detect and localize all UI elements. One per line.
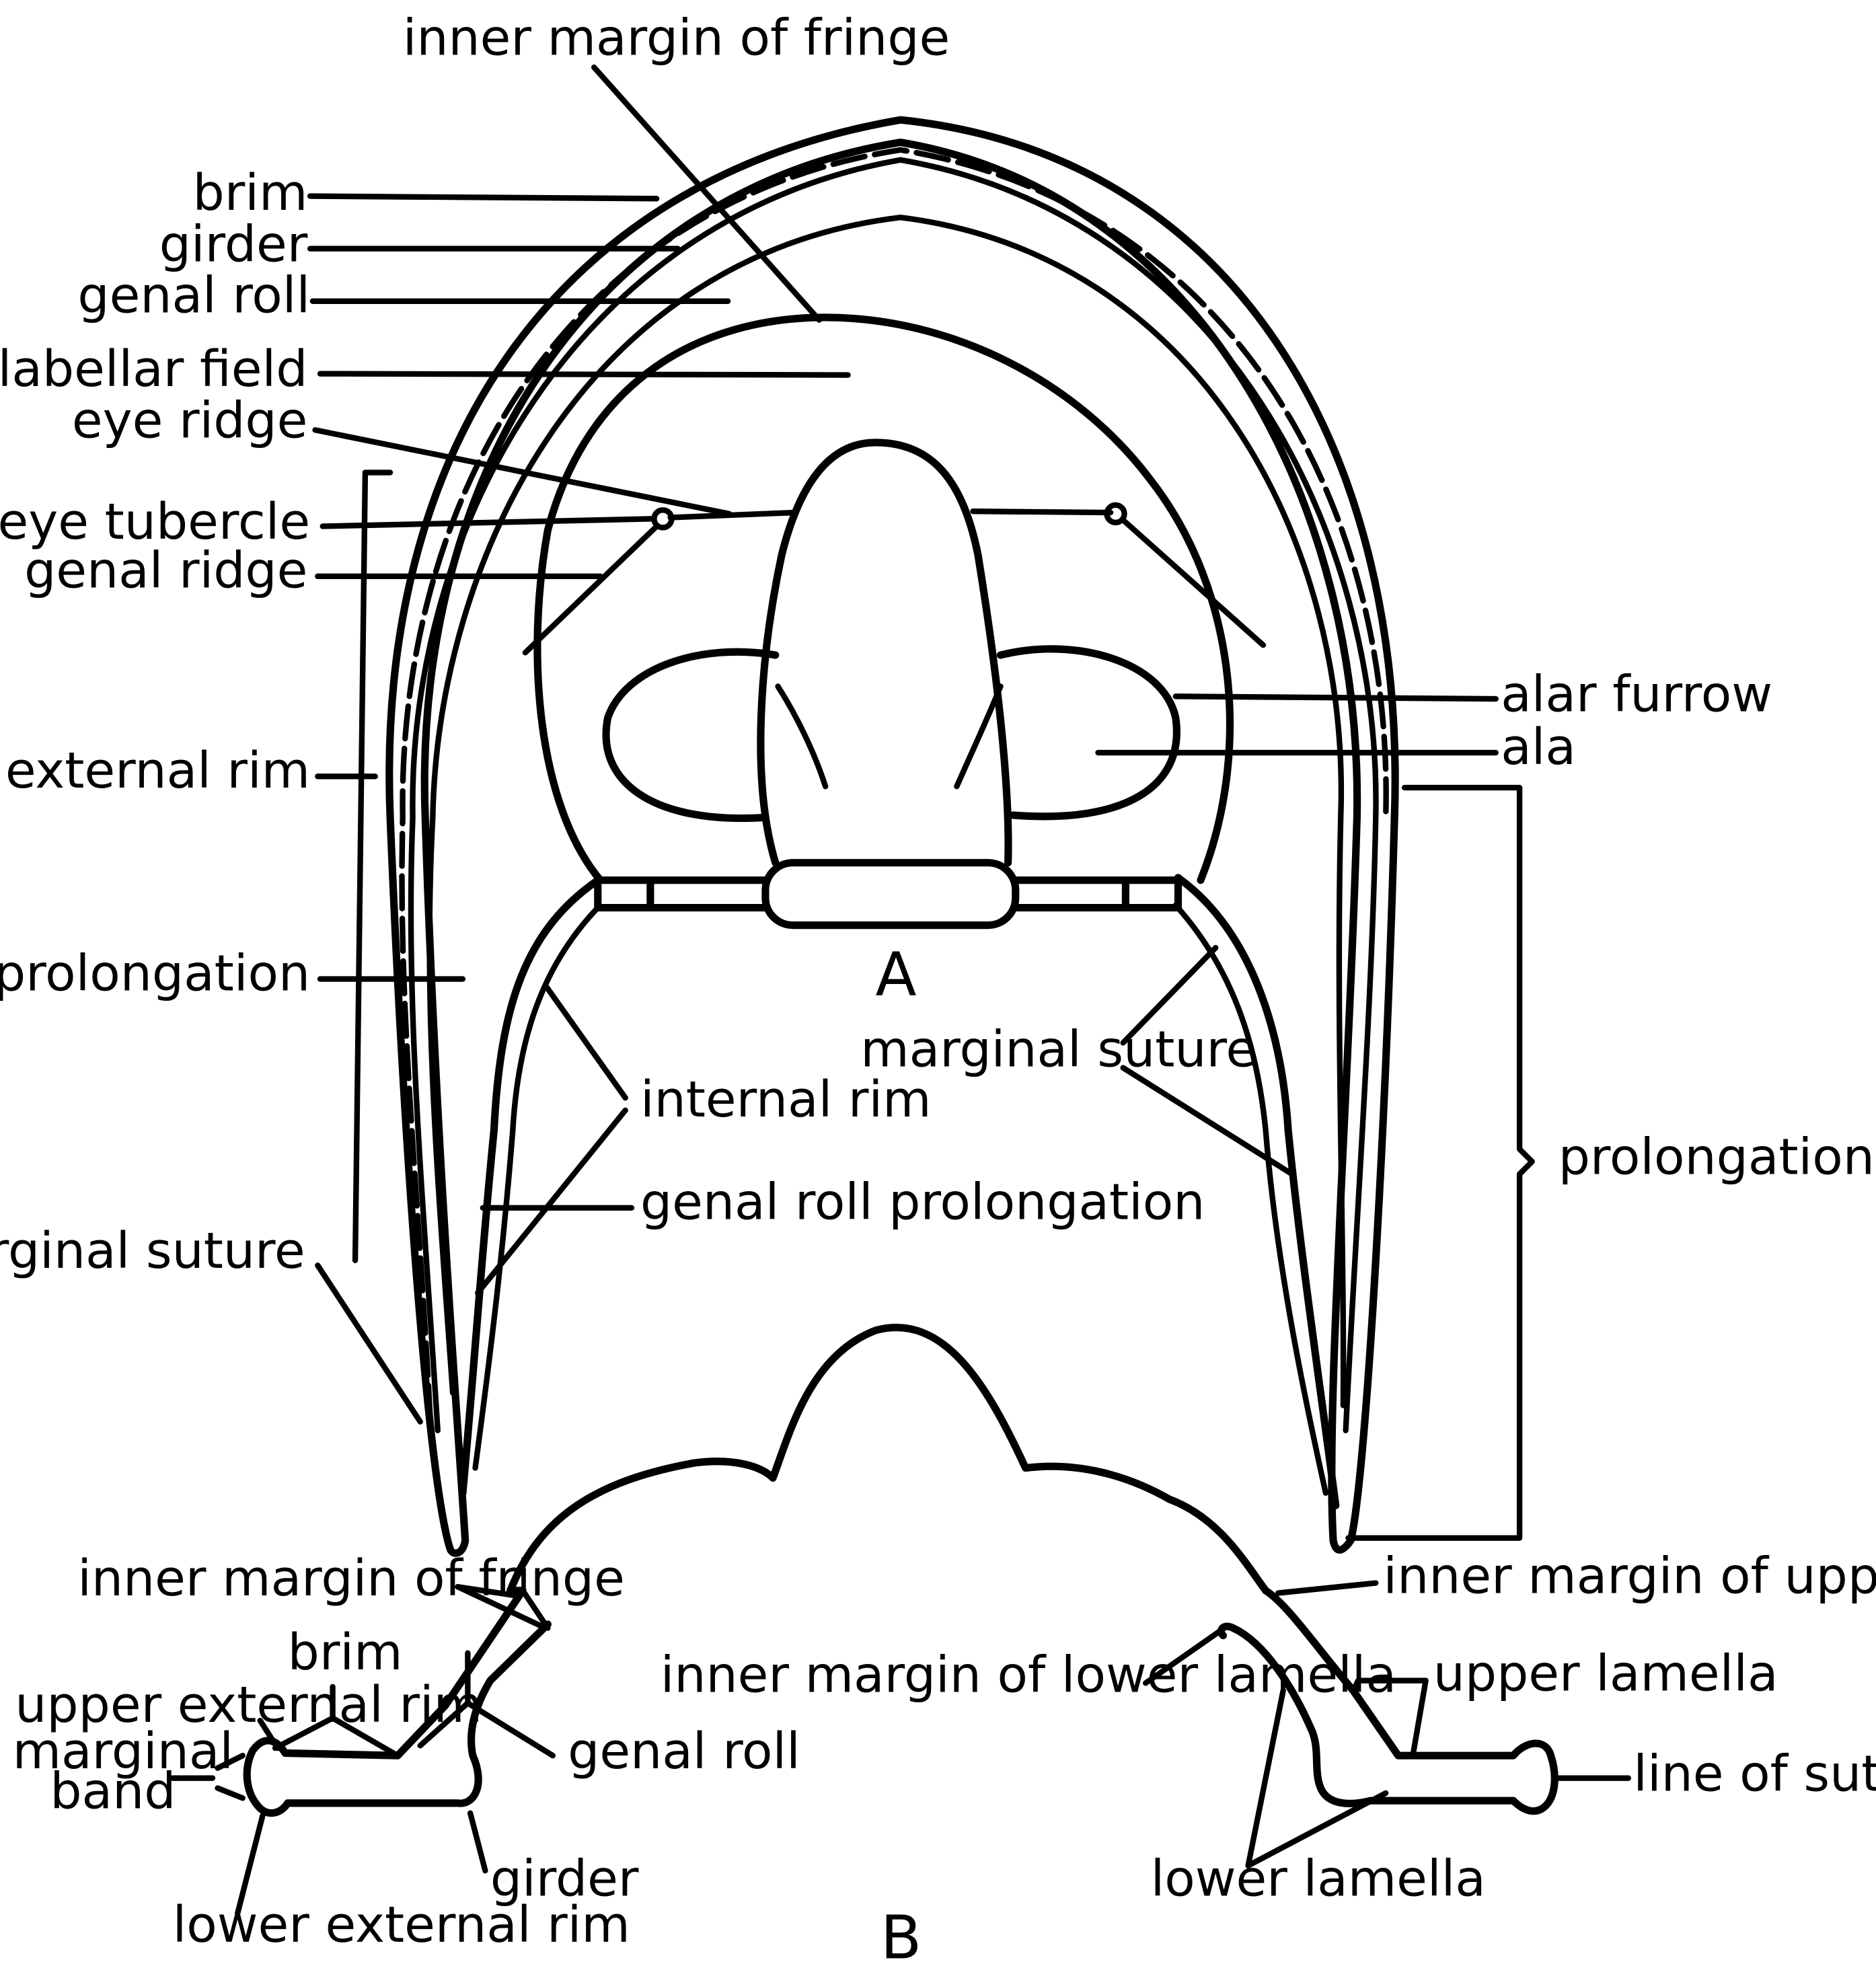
label-a-alar-furrow: alar furrow xyxy=(1501,665,1772,724)
leader-preglabellar-field xyxy=(320,374,848,375)
label-a-genal-ridge: genal ridge xyxy=(24,541,307,600)
label-a-external-rim: external rim xyxy=(5,741,310,800)
labels-view-b: inner margin of fringe brim upper extern… xyxy=(13,1546,1876,1968)
label-a-brim: brim xyxy=(193,163,308,222)
eye-ridge-right xyxy=(973,511,1111,513)
label-a-inner-margin-of-fringe: inner margin of fringe xyxy=(403,9,950,67)
label-b-brim: brim xyxy=(288,1623,403,1681)
ala-right xyxy=(1000,649,1176,817)
label-a-eye-ridge: eye ridge xyxy=(72,391,308,449)
leader-b-inner-margin-of-upper-lamella xyxy=(1278,1583,1376,1593)
eye-tubercle-left xyxy=(654,510,671,527)
outer-fringe-margin xyxy=(389,120,1395,1553)
eye-ridge-left xyxy=(671,513,796,517)
glabella xyxy=(761,443,1008,863)
leader-internal-rim-2 xyxy=(478,1110,625,1293)
label-a-girder: girder xyxy=(159,215,308,273)
label-a-marginal-suture-left: marginal suture xyxy=(0,1221,305,1280)
label-b-lower-external-rim: lower external rim xyxy=(173,1895,630,1954)
glabellar-furrow-right xyxy=(956,686,1000,786)
label-b-inner-margin-of-upper-lamella: inner margin of upper lamella xyxy=(1383,1546,1876,1605)
genal-roll-prolongation-left xyxy=(476,908,598,1468)
occipital-band-right xyxy=(1016,878,1178,908)
ala-left xyxy=(606,652,776,818)
label-a-brim-prolongation: brim prolongation xyxy=(0,944,310,1002)
label-a-marginal-suture-center: marginal suture xyxy=(860,1020,1256,1079)
view-b-letter: B xyxy=(880,1903,922,1968)
label-b-band: band xyxy=(50,1762,176,1820)
bracket-external xyxy=(355,473,390,1260)
label-a-genal-roll: genal roll xyxy=(77,266,310,325)
label-a-prolongation: prolongation xyxy=(1559,1128,1875,1186)
leader-b-girder xyxy=(470,1813,485,1871)
label-b-inner-margin-of-lower-lamella: inner margin of lower lamella xyxy=(661,1645,1396,1704)
leader-brim xyxy=(310,196,656,199)
leader-marginal-suture-left xyxy=(317,1265,420,1421)
glabellar-furrow-left xyxy=(778,686,826,786)
label-a-genal-roll-prolongation: genal roll prolongation xyxy=(640,1173,1205,1232)
leader-internal-rim-1 xyxy=(546,985,626,1098)
label-a-internal-rim: internal rim xyxy=(640,1070,932,1129)
labels-view-a: inner margin of fringe brim girder genal… xyxy=(0,9,1875,1281)
label-b-inner-margin-of-fringe: inner margin of fringe xyxy=(77,1549,625,1607)
label-b-genal-roll: genal roll xyxy=(568,1722,800,1780)
label-a-ala: ala xyxy=(1501,718,1576,776)
occipital-ring xyxy=(765,863,1016,925)
cephalon-view-a xyxy=(389,120,1395,1553)
label-b-lower-lamella: lower lamella xyxy=(1151,1849,1486,1907)
label-a-preglabellar-field: preglabellar field xyxy=(0,340,307,398)
label-b-line-of-suture: line of suture xyxy=(1633,1744,1876,1803)
leader-alar-furrow xyxy=(1176,696,1496,699)
label-b-upper-lamella: upper lamella xyxy=(1433,1644,1778,1703)
occipital-band-left xyxy=(598,880,765,908)
genal-ridge-right xyxy=(1123,520,1263,645)
view-a-letter: A xyxy=(876,940,917,1010)
leader-eye-tubercle xyxy=(323,519,653,526)
